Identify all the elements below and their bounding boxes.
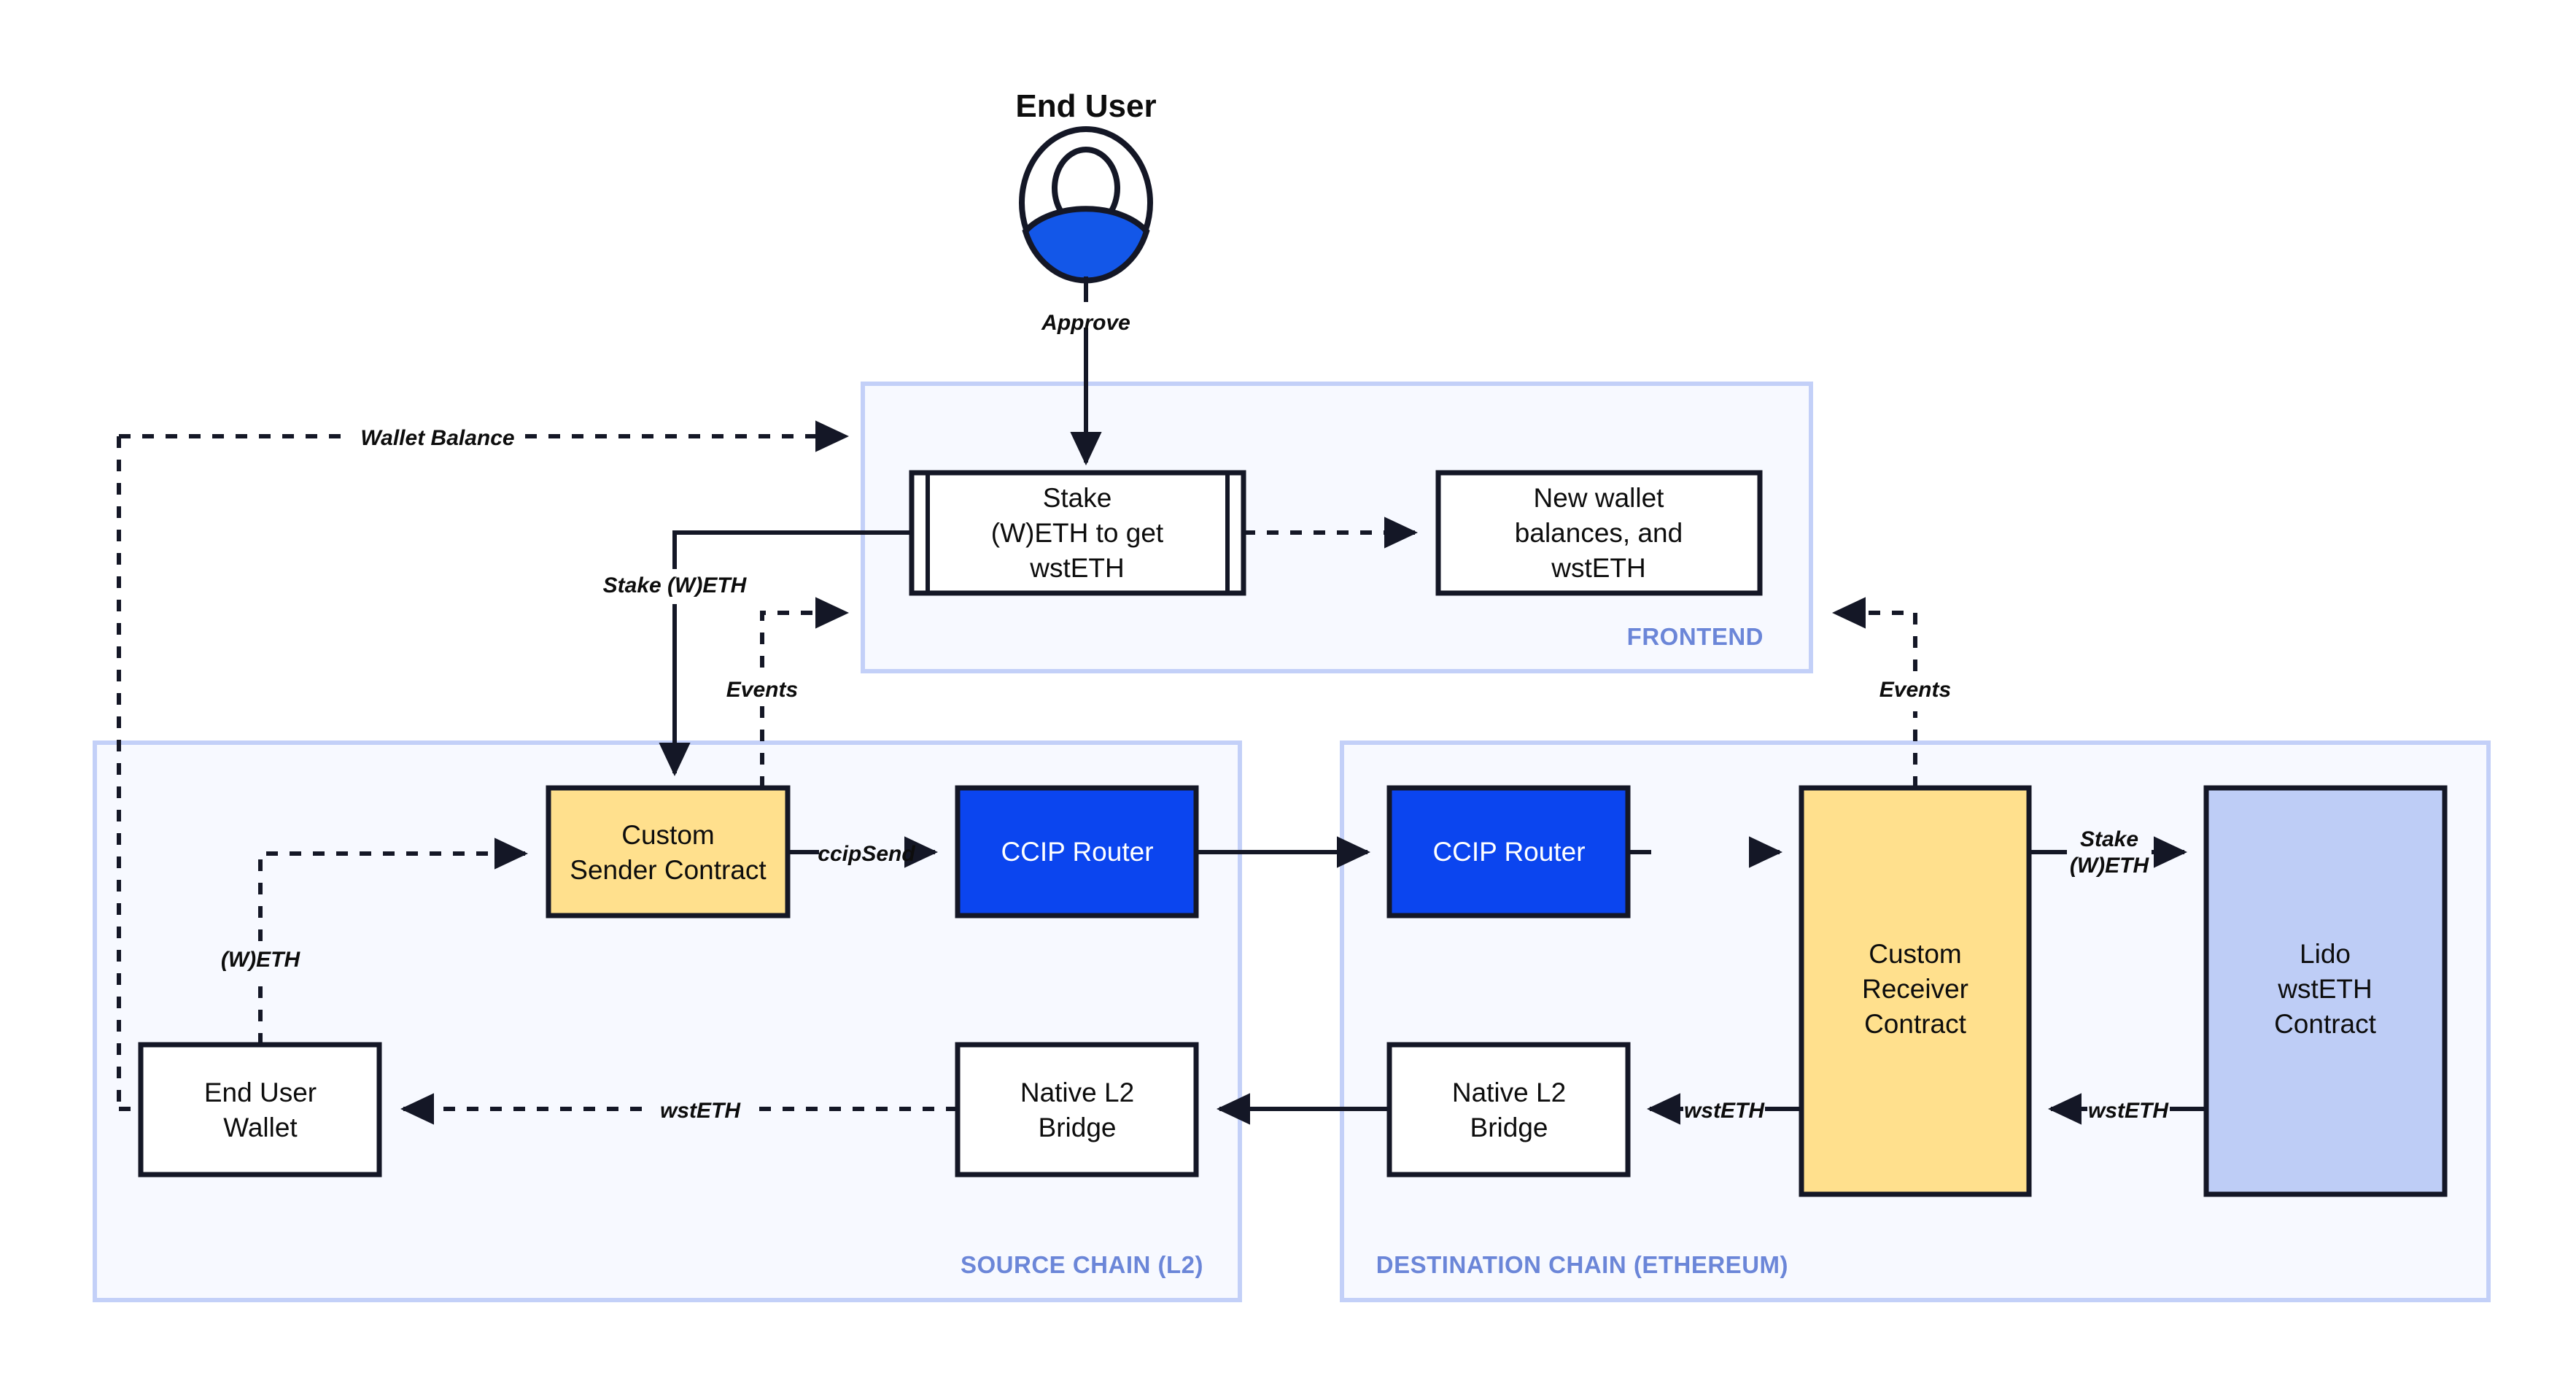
node-new-balances-line3: wstETH xyxy=(1551,553,1646,583)
edge-label-wallet-balance: Wallet Balance xyxy=(360,426,514,450)
edge-wsteth-receiver-to-bridge: wstETH xyxy=(1647,1093,1801,1125)
edge-wsteth-lido-to-receiver: wstETH xyxy=(2048,1093,2206,1125)
node-native-l2-bridge-source-line1: Native L2 xyxy=(1020,1078,1134,1107)
node-custom-receiver-contract[interactable]: Custom Receiver Contract xyxy=(1799,785,2032,1197)
edge-label-stake-weth-destination-line1: Stake xyxy=(2080,827,2138,851)
node-end-user-wallet[interactable]: End User Wallet xyxy=(138,1042,382,1177)
node-ccip-router-source-label: CCIP Router xyxy=(1001,837,1153,867)
user-avatar-icon xyxy=(1019,126,1153,284)
node-lido-wsteth-line3: Contract xyxy=(2274,1009,2377,1039)
actor-label: End User xyxy=(1015,88,1156,124)
group-label-source-chain: SOURCE CHAIN (L2) xyxy=(961,1251,1203,1278)
edge-events-destination: Events xyxy=(1832,597,1951,788)
edge-label-approve: Approve xyxy=(1041,311,1130,335)
node-end-user-wallet-line1: End User xyxy=(204,1078,317,1107)
node-ccip-router-destination[interactable]: CCIP Router xyxy=(1386,785,1631,918)
node-new-balances-line1: New wallet xyxy=(1534,483,1665,513)
node-lido-wsteth-contract[interactable]: Lido wstETH Contract xyxy=(2203,785,2448,1197)
edge-label-wsteth-receiver: wstETH xyxy=(1684,1099,1765,1123)
node-native-l2-bridge-destination-line1: Native L2 xyxy=(1452,1078,1566,1107)
edge-label-weth: (W)ETH xyxy=(221,948,301,972)
node-native-l2-bridge-destination-line2: Bridge xyxy=(1470,1113,1548,1142)
node-custom-sender-line1: Custom xyxy=(621,820,714,850)
node-lido-wsteth-line2: wstETH xyxy=(2277,974,2373,1004)
edge-ccip-send: ccipSend xyxy=(788,836,938,868)
node-stake-form-line3: wstETH xyxy=(1029,553,1125,583)
edge-label-stake-weth-source: Stake (W)ETH xyxy=(603,573,748,597)
group-label-destination-chain: DESTINATION CHAIN (ETHEREUM) xyxy=(1376,1251,1788,1278)
edge-approve: Approve xyxy=(1041,276,1130,465)
edge-wallet-balance: Wallet Balance xyxy=(117,420,849,1111)
edge-label-events-source: Events xyxy=(726,678,798,702)
edge-events-source: Events xyxy=(726,597,849,788)
node-native-l2-bridge-source-line2: Bridge xyxy=(1039,1113,1117,1142)
edge-label-stake-weth-destination-line2: (W)ETH xyxy=(2070,854,2150,878)
edge-label-wsteth-lido: wstETH xyxy=(2088,1099,2169,1123)
node-custom-receiver-line2: Receiver xyxy=(1862,974,1968,1004)
edge-label-events-destination: Events xyxy=(1879,678,1951,702)
node-native-l2-bridge-destination[interactable]: Native L2 Bridge xyxy=(1386,1042,1631,1177)
node-ccip-router-destination-label: CCIP Router xyxy=(1432,837,1585,867)
node-custom-receiver-line3: Contract xyxy=(1864,1009,1967,1039)
node-new-balances-line2: balances, and xyxy=(1515,518,1683,548)
edge-wsteth-bridge-to-wallet: wstETH xyxy=(400,1093,958,1125)
actor-end-user: End User xyxy=(1015,88,1157,284)
node-native-l2-bridge-source[interactable]: Native L2 Bridge xyxy=(955,1042,1199,1177)
node-stake-form-line2: (W)ETH to get xyxy=(991,518,1164,548)
node-lido-wsteth-line1: Lido xyxy=(2300,939,2351,969)
node-ccip-router-source[interactable]: CCIP Router xyxy=(955,785,1199,918)
node-custom-receiver-line1: Custom xyxy=(1869,939,1961,969)
node-new-balances[interactable]: New wallet balances, and wstETH xyxy=(1435,470,1763,596)
node-stake-form[interactable]: Stake (W)ETH to get wstETH xyxy=(909,470,1246,596)
edge-weth: (W)ETH xyxy=(221,838,528,1045)
node-stake-form-line1: Stake xyxy=(1043,483,1112,513)
node-custom-sender-line2: Sender Contract xyxy=(570,855,767,885)
edge-stake-weth-destination: Stake (W)ETH xyxy=(2029,827,2187,878)
edge-stake-weth-source: Stake (W)ETH xyxy=(603,530,912,776)
node-custom-sender-contract[interactable]: Custom Sender Contract xyxy=(546,785,791,918)
edge-label-ccip-send: ccipSend xyxy=(818,842,915,866)
node-end-user-wallet-line2: Wallet xyxy=(223,1113,298,1142)
edge-label-wsteth-wallet: wstETH xyxy=(660,1099,741,1123)
group-label-frontend: FRONTEND xyxy=(1627,623,1764,650)
